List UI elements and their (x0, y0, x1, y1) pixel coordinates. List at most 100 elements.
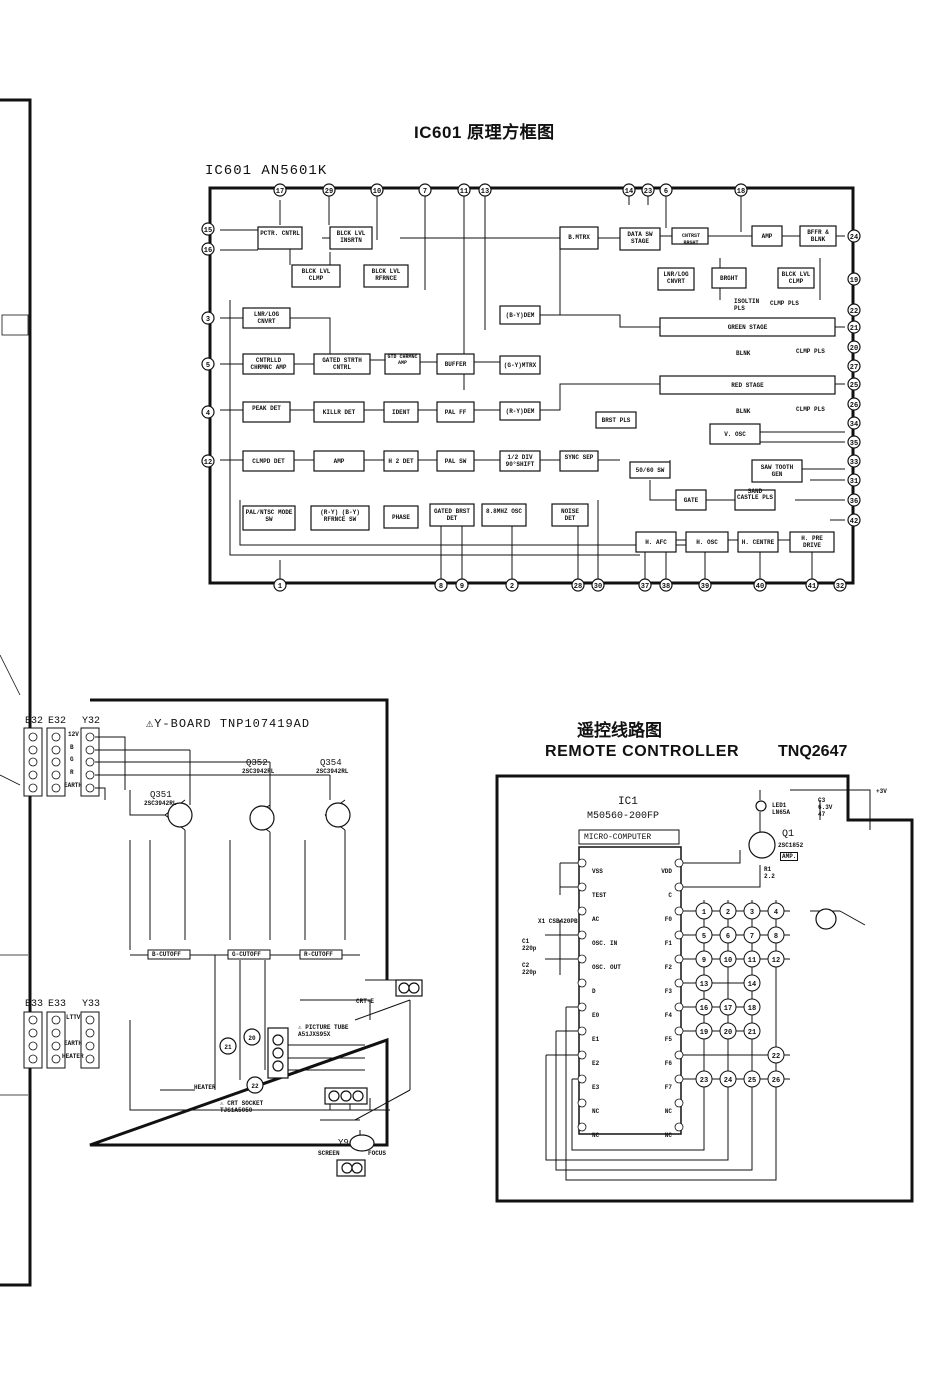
svg-text:21: 21 (224, 1044, 232, 1051)
key-20: 20 (724, 1029, 732, 1037)
block-bmtrx: B.MTRX (568, 234, 590, 241)
svg-text:9: 9 (460, 583, 464, 591)
block-sync: SYNC SEP (564, 454, 594, 461)
svg-text:3: 3 (206, 316, 210, 324)
block-gtd: GTD CHRMNC AMP (387, 354, 418, 366)
block-lnr2: LNR/LOG CNVRT (253, 311, 280, 325)
svg-text:21: 21 (850, 325, 858, 333)
key-11: 11 (748, 957, 756, 965)
key-2: 2 (726, 909, 730, 917)
block-data-sw: DATA SW STAGE (627, 231, 653, 245)
block-ryby: (R-Y) (B-Y) RFRNCE SW (320, 509, 360, 523)
key-21: 21 (748, 1029, 756, 1037)
svg-text:38: 38 (662, 583, 670, 591)
block-rydem: (R-Y)DEM (505, 408, 535, 415)
svg-text:22: 22 (850, 308, 858, 316)
key-12: 12 (772, 957, 780, 965)
block-blck-clmp: BLCK LVL CLMP (301, 268, 331, 282)
block-gatedbrst: GATED BRST DET (433, 508, 470, 522)
key-14: 14 (748, 981, 756, 989)
block-amp2: AMP (333, 458, 345, 465)
note-isoltin: ISOLTIN PLS (734, 298, 760, 312)
block-palntsc: PAL/NTSC MODE SW (245, 509, 293, 523)
svg-text:7: 7 (423, 188, 427, 196)
svg-text:23: 23 (644, 188, 652, 196)
block-green: GREEN STAGE (727, 324, 768, 331)
block-h2det: H 2 DET (388, 458, 414, 465)
svg-text:15: 15 (204, 227, 212, 235)
svg-text:32: 32 (836, 583, 844, 591)
svg-text:6: 6 (664, 188, 668, 196)
block-pctr: PCTR. CNTRL (260, 230, 300, 237)
ic601-heading: IC601 原理方框图 (414, 123, 555, 142)
svg-text:4: 4 (206, 410, 210, 418)
key-5: 5 (702, 933, 706, 941)
key-10: 10 (724, 957, 732, 965)
svg-text:42: 42 (850, 518, 858, 526)
svg-text:1: 1 (278, 583, 282, 591)
ic601-part-label: IC601 AN5601K (205, 163, 328, 179)
svg-text:17: 17 (276, 188, 284, 196)
block-palff: PAL FF (444, 409, 467, 416)
note-clmp3: CLMP PLS (796, 406, 825, 413)
svg-text:41: 41 (808, 583, 816, 591)
block-gate: GATE (683, 497, 699, 504)
block-phase: PHASE (391, 514, 410, 521)
key-17: 17 (724, 1005, 732, 1013)
svg-text:26: 26 (850, 402, 858, 410)
block-blck-clmp2: BLCK LVL CLMP (781, 271, 811, 285)
block-lnr1: LNR/LOG CNVRT (663, 271, 689, 285)
key-16: 16 (700, 1005, 708, 1013)
ic601-labels: PCTR. CNTRL BLCK LVL INSRTN BLCK LVL CLM… (0, 0, 950, 620)
block-sand: SAND CASTLE PLS (737, 488, 774, 501)
block-bffr: BFFR & BLNK (807, 229, 829, 243)
svg-text:30: 30 (594, 583, 602, 591)
key-7: 7 (750, 933, 754, 941)
svg-text:34: 34 (850, 421, 858, 429)
block-cntrst: CNTRST BRGHT (681, 233, 700, 246)
key-22: 22 (772, 1053, 780, 1061)
block-noise: NOISE DET (560, 508, 579, 522)
svg-text:29: 29 (325, 188, 333, 196)
key-1: 1 (702, 909, 706, 917)
y-board-outline (89, 698, 389, 1147)
block-hafc: H. AFC (645, 539, 667, 546)
block-brstpls: BRST PLS (601, 417, 631, 424)
svg-text:19: 19 (850, 277, 858, 285)
key-8: 8 (774, 933, 778, 941)
block-palsw: PAL SW (444, 458, 467, 465)
key-9: 9 (702, 957, 706, 965)
block-blck-insrtn: BLCK LVL INSRTN (336, 230, 366, 244)
block-hosc: H. OSC (696, 539, 718, 546)
svg-text:33: 33 (850, 459, 858, 467)
svg-text:28: 28 (574, 583, 582, 591)
block-hcentre: H. CENTRE (741, 539, 775, 546)
svg-text:2: 2 (510, 583, 514, 591)
key-25: 25 (748, 1077, 756, 1085)
block-clmpd: CLMPD DET (252, 458, 285, 465)
svg-text:13: 13 (481, 188, 489, 196)
svg-text:22: 22 (251, 1083, 259, 1090)
block-amp1: AMP (761, 233, 773, 240)
key-4: 4 (774, 909, 778, 917)
note-clmp2: CLMP PLS (796, 348, 825, 355)
block-red: RED STAGE (731, 382, 764, 389)
block-5060: 50/60 SW (635, 467, 665, 474)
key-18: 18 (748, 1005, 756, 1013)
key-24: 24 (724, 1077, 732, 1085)
key-6: 6 (726, 933, 730, 941)
svg-text:40: 40 (756, 583, 764, 591)
block-halfdiv: 1/2 DIV 90°SHIFT (505, 454, 535, 468)
note-blnk1: BLNK (736, 350, 751, 357)
left-edge-schematic (0, 98, 32, 1287)
block-vosc: V. OSC (724, 431, 746, 438)
svg-text:16: 16 (204, 247, 212, 255)
key-19: 19 (700, 1029, 708, 1037)
remote-heading-cn: 遥控线路图 (577, 721, 662, 740)
svg-text:24: 24 (850, 234, 858, 242)
block-blck-rfrnce: BLCK LVL RFRNCE (371, 268, 401, 282)
svg-text:36: 36 (850, 498, 858, 506)
block-buffer: BUFFER (444, 361, 467, 368)
